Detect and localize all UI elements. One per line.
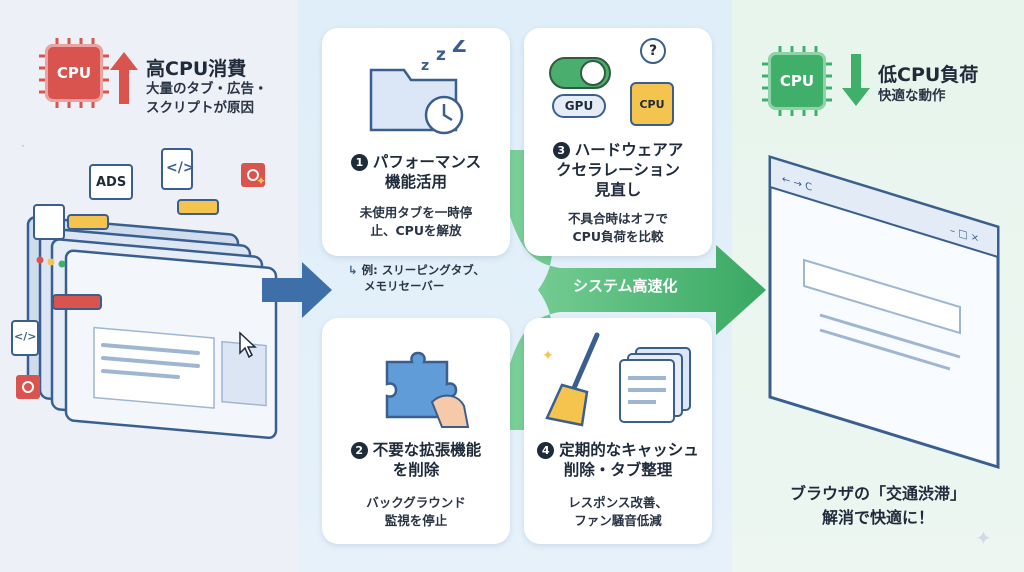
svg-text:✦: ✦	[542, 348, 554, 364]
svg-text:✦: ✦	[18, 145, 28, 151]
tab-documents-icon	[619, 347, 691, 423]
overloaded-browser-windows-illustration: ✦ ✦	[11, 145, 278, 440]
example-note: ↳ 例: スリーピングタブ、 メモリセーバー	[348, 263, 485, 293]
gpu-label: GPU	[552, 94, 606, 118]
broom-icon: ✦	[542, 332, 600, 427]
clean-browser-window-illustration: ← → C – □ ×	[768, 154, 1000, 470]
system-speedup-arrow	[493, 150, 766, 430]
arrow-down-icon	[842, 54, 870, 106]
cpu-chip-icon-high: CPU	[39, 38, 109, 108]
cpu-chip-label: CPU	[779, 72, 815, 90]
card-4-body: レスポンス改善、 ファン騒音低減	[568, 495, 668, 528]
card-2-body: バックグラウンド 監視を停止	[366, 495, 466, 528]
code-label-top: </>	[166, 160, 195, 176]
toggle-switch-icon	[549, 57, 611, 89]
card-1-body: 未使用タブを一時停 止、CPUを解放	[359, 205, 473, 238]
conclusion-text: ブラウザの「交通渋滞」 解消で快適に！	[789, 484, 966, 527]
svg-text:✦: ✦	[256, 174, 266, 188]
cpu-chip-small-icon: CPU	[630, 82, 674, 126]
arrow-up-icon	[110, 52, 138, 104]
high-cpu-title: 高CPU消費	[146, 58, 247, 80]
ads-label: ADS	[96, 175, 127, 190]
svg-text:z: z	[436, 45, 446, 65]
system-speedup-label: システム高速化	[573, 277, 678, 295]
code-label-side: </>	[14, 330, 37, 343]
sleeping-folder-icon: z z Z	[369, 40, 467, 135]
card-3-body: 不具合時はオフで CPU負荷を比較	[567, 211, 668, 244]
cpu-chip-icon-low: CPU	[762, 46, 832, 116]
low-cpu-title: 低CPU負荷	[878, 64, 979, 86]
svg-text:Z: Z	[452, 40, 467, 57]
arrow-right-icon	[262, 262, 332, 318]
svg-text:z: z	[421, 58, 429, 74]
cpu-chip-label: CPU	[56, 64, 92, 82]
low-cpu-subtitle: 快適な動作	[878, 88, 946, 104]
puzzle-piece-icon	[385, 351, 470, 428]
sparkle-icon: ✦	[975, 526, 992, 550]
question-mark-icon: ?	[640, 38, 666, 64]
high-cpu-cause: 大量のタブ・広告・ スクリプトが原因	[146, 81, 268, 116]
